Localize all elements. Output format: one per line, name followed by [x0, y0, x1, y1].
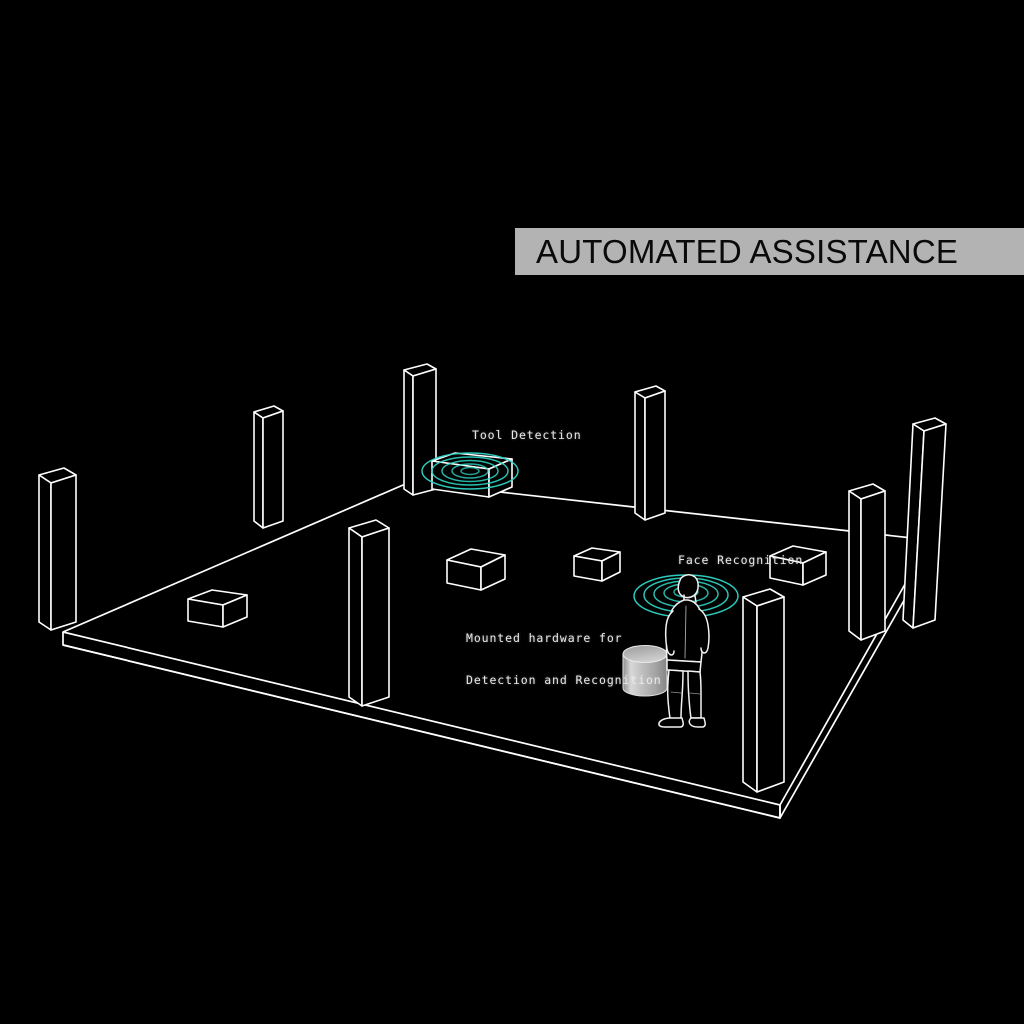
label-tool-detection: Tool Detection [472, 428, 582, 442]
pillar-back-center-tall [403, 363, 437, 496]
label-mounted-hardware-line1: Mounted hardware for [466, 631, 623, 645]
label-mounted-hardware: Mounted hardware for Detection and Recog… [466, 603, 662, 715]
label-face-recognition: Face Recognition [678, 553, 804, 567]
crate-small [573, 547, 621, 582]
pillar-right-back [902, 417, 947, 629]
page-title: AUTOMATED ASSISTANCE [536, 233, 959, 270]
crate-right [769, 545, 827, 586]
person-figure [658, 574, 710, 728]
pillar-back-left [253, 405, 284, 529]
tool-detection-signal [421, 452, 519, 490]
pillar-left-front [38, 467, 77, 631]
pillar-right-mid [848, 483, 886, 641]
trash-cylinder [622, 644, 668, 697]
pillar-right-front [742, 588, 785, 793]
title-banner: AUTOMATED ASSISTANCE [515, 228, 1024, 275]
crate-large [446, 548, 506, 591]
crate-left [187, 589, 248, 628]
label-mounted-hardware-line2: Detection and Recognition [466, 673, 662, 687]
pillar-mid-left [348, 519, 390, 707]
pillar-back-right [634, 385, 666, 521]
